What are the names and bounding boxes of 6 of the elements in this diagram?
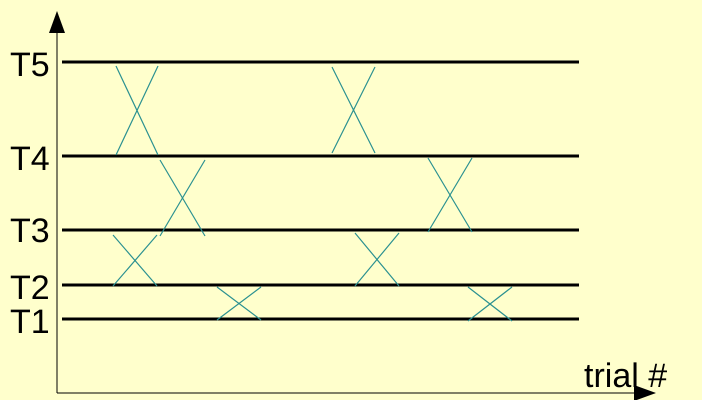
temperature-label: T5: [10, 48, 50, 82]
temperature-label: T2: [10, 271, 50, 305]
temperature-label: T3: [10, 214, 50, 248]
temperature-label: T4: [10, 142, 50, 176]
temperature-label: T1: [10, 305, 50, 339]
axis-label: trial #: [584, 359, 668, 393]
